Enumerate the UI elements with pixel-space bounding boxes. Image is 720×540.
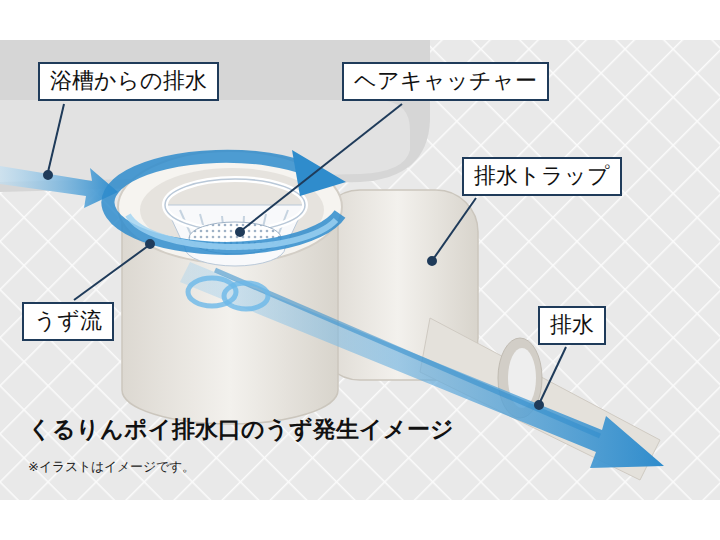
leader-lines-part [48,104,64,172]
leader-lines-part [428,257,436,265]
tile-floor [0,40,720,500]
callout-box: 浴槽からの排水 [38,62,219,101]
water-flow [0,150,664,468]
water-flow-part [224,283,268,309]
leader-lines-part [236,228,244,236]
diagram-title: くるりんポイ排水口のうず発生イメージ [28,414,454,445]
callout-box: ヘアキャッチャー [342,62,549,101]
water-flow-part [215,270,600,436]
callout-label: 排水トラップ [474,163,610,188]
callout-label: 排水 [550,312,594,337]
callout-label: 浴槽からの排水 [50,68,207,93]
callout-box: 排水トラップ [462,157,622,196]
water-flow-part [0,166,118,208]
leader-lines-part [540,347,566,402]
leader-lines-part [434,198,476,258]
water-flow-part [292,150,346,196]
caption-note: ※イラストはイメージです。 [28,458,195,476]
hair-catcher-part [165,205,305,266]
callout-box: うず流 [22,302,114,341]
water-flow-part [128,215,336,247]
callout-box: 排水 [538,306,606,345]
callout-label: ヘアキャッチャー [354,68,537,93]
leader-lines [44,104,566,409]
leader-lines-part [44,171,52,179]
leader-lines-part [146,240,154,248]
leader-lines-part [535,401,543,409]
leader-lines-part [74,246,148,300]
leader-lines-part [242,104,402,230]
callout-label: うず流 [34,308,102,333]
